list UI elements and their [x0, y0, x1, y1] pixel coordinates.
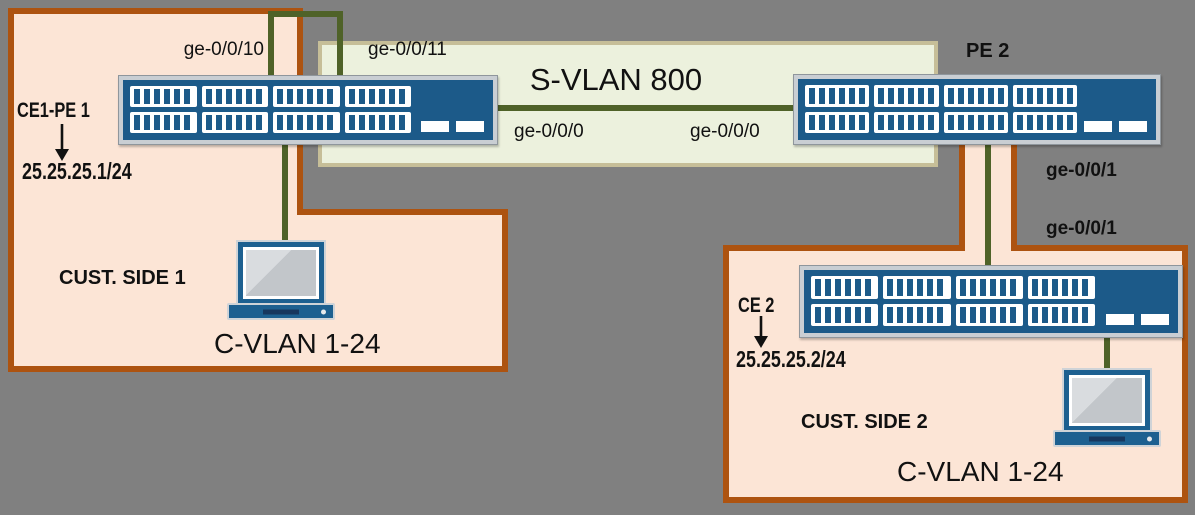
port-group: [1012, 85, 1078, 107]
switch-chassis: [804, 270, 1178, 333]
port-group: [201, 112, 269, 133]
trunk-port-right-label: ge-0/0/0: [690, 121, 760, 142]
port-group: [1027, 303, 1096, 326]
laptop-base: [227, 303, 335, 320]
laptop-base-slot: [263, 309, 299, 314]
laptop-base-slot: [1089, 436, 1125, 441]
cust1-title: CUST. SIDE 1: [59, 267, 186, 289]
switch-pe2: [793, 74, 1161, 145]
switch-ce2: [799, 265, 1183, 338]
psu-slot: [1106, 314, 1134, 325]
port-group: [955, 276, 1023, 299]
ce1-pe1-device-label: CE1-PE 1: [17, 99, 90, 122]
down-arrow-icon: [55, 124, 69, 161]
pe2-ce2-cable: [985, 140, 991, 268]
switch-chassis: [798, 79, 1156, 140]
laptop-base-dot: [321, 309, 326, 314]
laptop-screen: [1064, 370, 1150, 431]
ce1-pe1-ip-label: 25.25.25.1/24: [22, 158, 132, 184]
port-group: [943, 111, 1008, 133]
laptop-base-dot: [1147, 436, 1152, 441]
down-arrow-icon: [754, 316, 768, 348]
port-group: [874, 85, 939, 107]
switch-ce1-pe1: [118, 75, 498, 145]
port-group: [811, 303, 879, 326]
svlan-title: S-VLAN 800: [529, 62, 703, 97]
port-group: [955, 303, 1023, 326]
ce2-laptop-cable: [1104, 334, 1110, 374]
port-group: [273, 112, 340, 133]
cust2-title: CUST. SIDE 2: [801, 411, 928, 433]
laptop-base: [1053, 430, 1161, 447]
loopback-cable: [268, 11, 343, 75]
port-group: [1012, 111, 1078, 133]
ce2-ip-label: 25.25.25.2/24: [736, 346, 846, 372]
loop-port-right-label: ge-0/0/11: [368, 39, 447, 60]
cust1-vlan-label: C-VLAN 1-24: [214, 328, 381, 359]
port-group: [1027, 276, 1096, 299]
port-group: [811, 276, 879, 299]
port-group: [883, 276, 951, 299]
port-group: [943, 85, 1008, 107]
loop-port-left-label: ge-0/0/10: [183, 39, 264, 60]
switch-ports: [130, 86, 412, 133]
psu-slot: [456, 121, 484, 132]
psu-slot: [1084, 121, 1112, 132]
psu-slot: [1119, 121, 1147, 132]
port-group: [130, 112, 197, 133]
pe2-title: PE 2: [966, 40, 1010, 62]
port-group: [130, 86, 197, 107]
cust1-laptop-cable: [282, 140, 288, 244]
laptop-screen: [238, 242, 324, 304]
ce2-uplink-port-label: ge-0/0/1: [1046, 218, 1117, 239]
port-group: [874, 111, 939, 133]
port-group: [344, 112, 412, 133]
cust2-vlan-label: C-VLAN 1-24: [897, 456, 1064, 487]
port-group: [883, 303, 951, 326]
psu-slot: [421, 121, 449, 132]
cust1-zone-step-border: [297, 209, 508, 215]
switch-ports: [805, 85, 1078, 133]
psu-slot: [1141, 314, 1169, 325]
trunk-port-left-label: ge-0/0/0: [514, 121, 584, 142]
switch-chassis: [123, 80, 493, 140]
svlan-trunk-cable: [498, 105, 793, 111]
port-group: [273, 86, 340, 107]
port-group: [344, 86, 412, 107]
switch-ports: [811, 276, 1096, 326]
port-group: [201, 86, 269, 107]
port-group: [805, 111, 870, 133]
pe2-downlink-port-label: ge-0/0/1: [1046, 160, 1117, 181]
port-group: [805, 85, 870, 107]
ce2-device-label: CE 2: [738, 294, 775, 317]
